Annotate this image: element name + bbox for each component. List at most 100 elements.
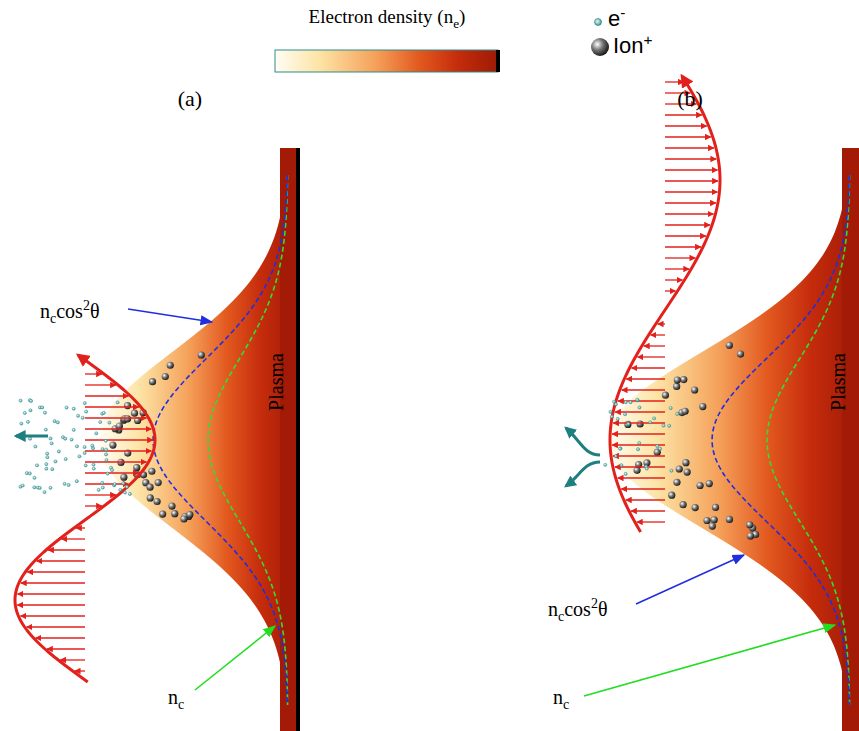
electron <box>63 482 66 485</box>
field-arrow <box>665 158 716 159</box>
field-arrow <box>85 417 147 418</box>
electron <box>83 445 86 448</box>
field-arrow <box>665 213 713 214</box>
ion <box>747 532 754 539</box>
field-arrow <box>651 334 665 335</box>
electron <box>85 410 88 413</box>
ion <box>180 515 187 522</box>
ion-sample <box>591 38 609 56</box>
ion <box>691 386 698 393</box>
ion <box>726 342 733 349</box>
field-arrow <box>613 455 665 456</box>
electron <box>84 464 87 467</box>
electron <box>91 444 94 447</box>
ion <box>133 464 140 471</box>
ion <box>712 504 719 511</box>
leader-lines <box>128 309 835 696</box>
electron <box>123 491 126 494</box>
electron <box>95 432 98 435</box>
electron <box>662 424 665 427</box>
ion <box>668 492 675 499</box>
electron <box>101 481 104 484</box>
ion <box>709 523 716 530</box>
electron <box>33 476 36 479</box>
panel-label: (a) <box>178 86 202 111</box>
electron <box>119 488 122 491</box>
electron <box>72 407 75 410</box>
ion <box>624 421 631 428</box>
field-arrow <box>665 268 689 269</box>
ion <box>171 510 178 517</box>
electron <box>104 453 107 456</box>
electron <box>116 401 119 404</box>
field-arrow <box>613 422 665 423</box>
electron <box>636 399 639 402</box>
ion <box>684 468 691 475</box>
field-arrow <box>85 395 128 396</box>
ion <box>198 351 205 358</box>
field-arrow <box>644 345 665 346</box>
electron <box>33 486 36 489</box>
curve-label: nc <box>168 686 184 713</box>
electron <box>104 439 107 442</box>
electron <box>614 403 617 406</box>
panel-b-illustration <box>566 76 859 731</box>
electron <box>649 421 652 424</box>
electron <box>99 420 102 423</box>
field-arrow <box>665 235 706 236</box>
ion <box>746 521 753 528</box>
electron <box>28 472 31 475</box>
electron <box>620 464 623 467</box>
ion <box>737 350 744 357</box>
electron <box>76 414 79 417</box>
field-arrow <box>637 356 665 357</box>
ion <box>674 376 681 383</box>
field-arrow <box>20 615 85 616</box>
electron <box>616 417 619 420</box>
field-arrow <box>21 582 85 583</box>
field-arrow <box>621 488 665 489</box>
field-arrow <box>615 411 665 412</box>
electron <box>636 448 639 451</box>
target-surface <box>296 148 300 731</box>
electron <box>34 445 37 448</box>
region-label: Plasma <box>265 353 288 411</box>
field-arrow <box>665 246 701 247</box>
electron <box>65 406 68 409</box>
ion <box>147 494 154 501</box>
ion-group <box>624 342 759 540</box>
field-arrow <box>612 433 665 434</box>
ion <box>109 441 116 448</box>
field-arrow <box>618 477 665 478</box>
electron <box>624 401 627 404</box>
electron <box>45 463 48 466</box>
leader-line <box>584 625 835 696</box>
field-arrow <box>85 406 139 407</box>
field-arrow <box>665 257 695 258</box>
electron <box>45 467 48 470</box>
colour-bar-end <box>496 50 500 72</box>
ion <box>703 517 710 524</box>
ion <box>676 465 683 472</box>
panel-label: (b) <box>677 86 703 111</box>
ion <box>680 376 687 383</box>
electron <box>20 422 23 425</box>
field-arrow <box>665 290 676 291</box>
field-arrow <box>637 521 665 522</box>
field-arrow <box>658 323 665 324</box>
electron-motion-arrow <box>566 428 600 455</box>
electron <box>609 410 612 413</box>
ion <box>148 468 155 475</box>
laser-wave <box>15 355 155 682</box>
electron <box>83 402 86 405</box>
field-arrow <box>631 510 665 511</box>
electron <box>26 420 29 423</box>
electron <box>627 422 630 425</box>
ion <box>154 498 161 505</box>
electron <box>64 457 67 460</box>
electron <box>610 415 613 418</box>
electron <box>636 398 639 401</box>
electron <box>656 444 659 447</box>
electron <box>49 437 52 440</box>
electron <box>92 467 95 470</box>
